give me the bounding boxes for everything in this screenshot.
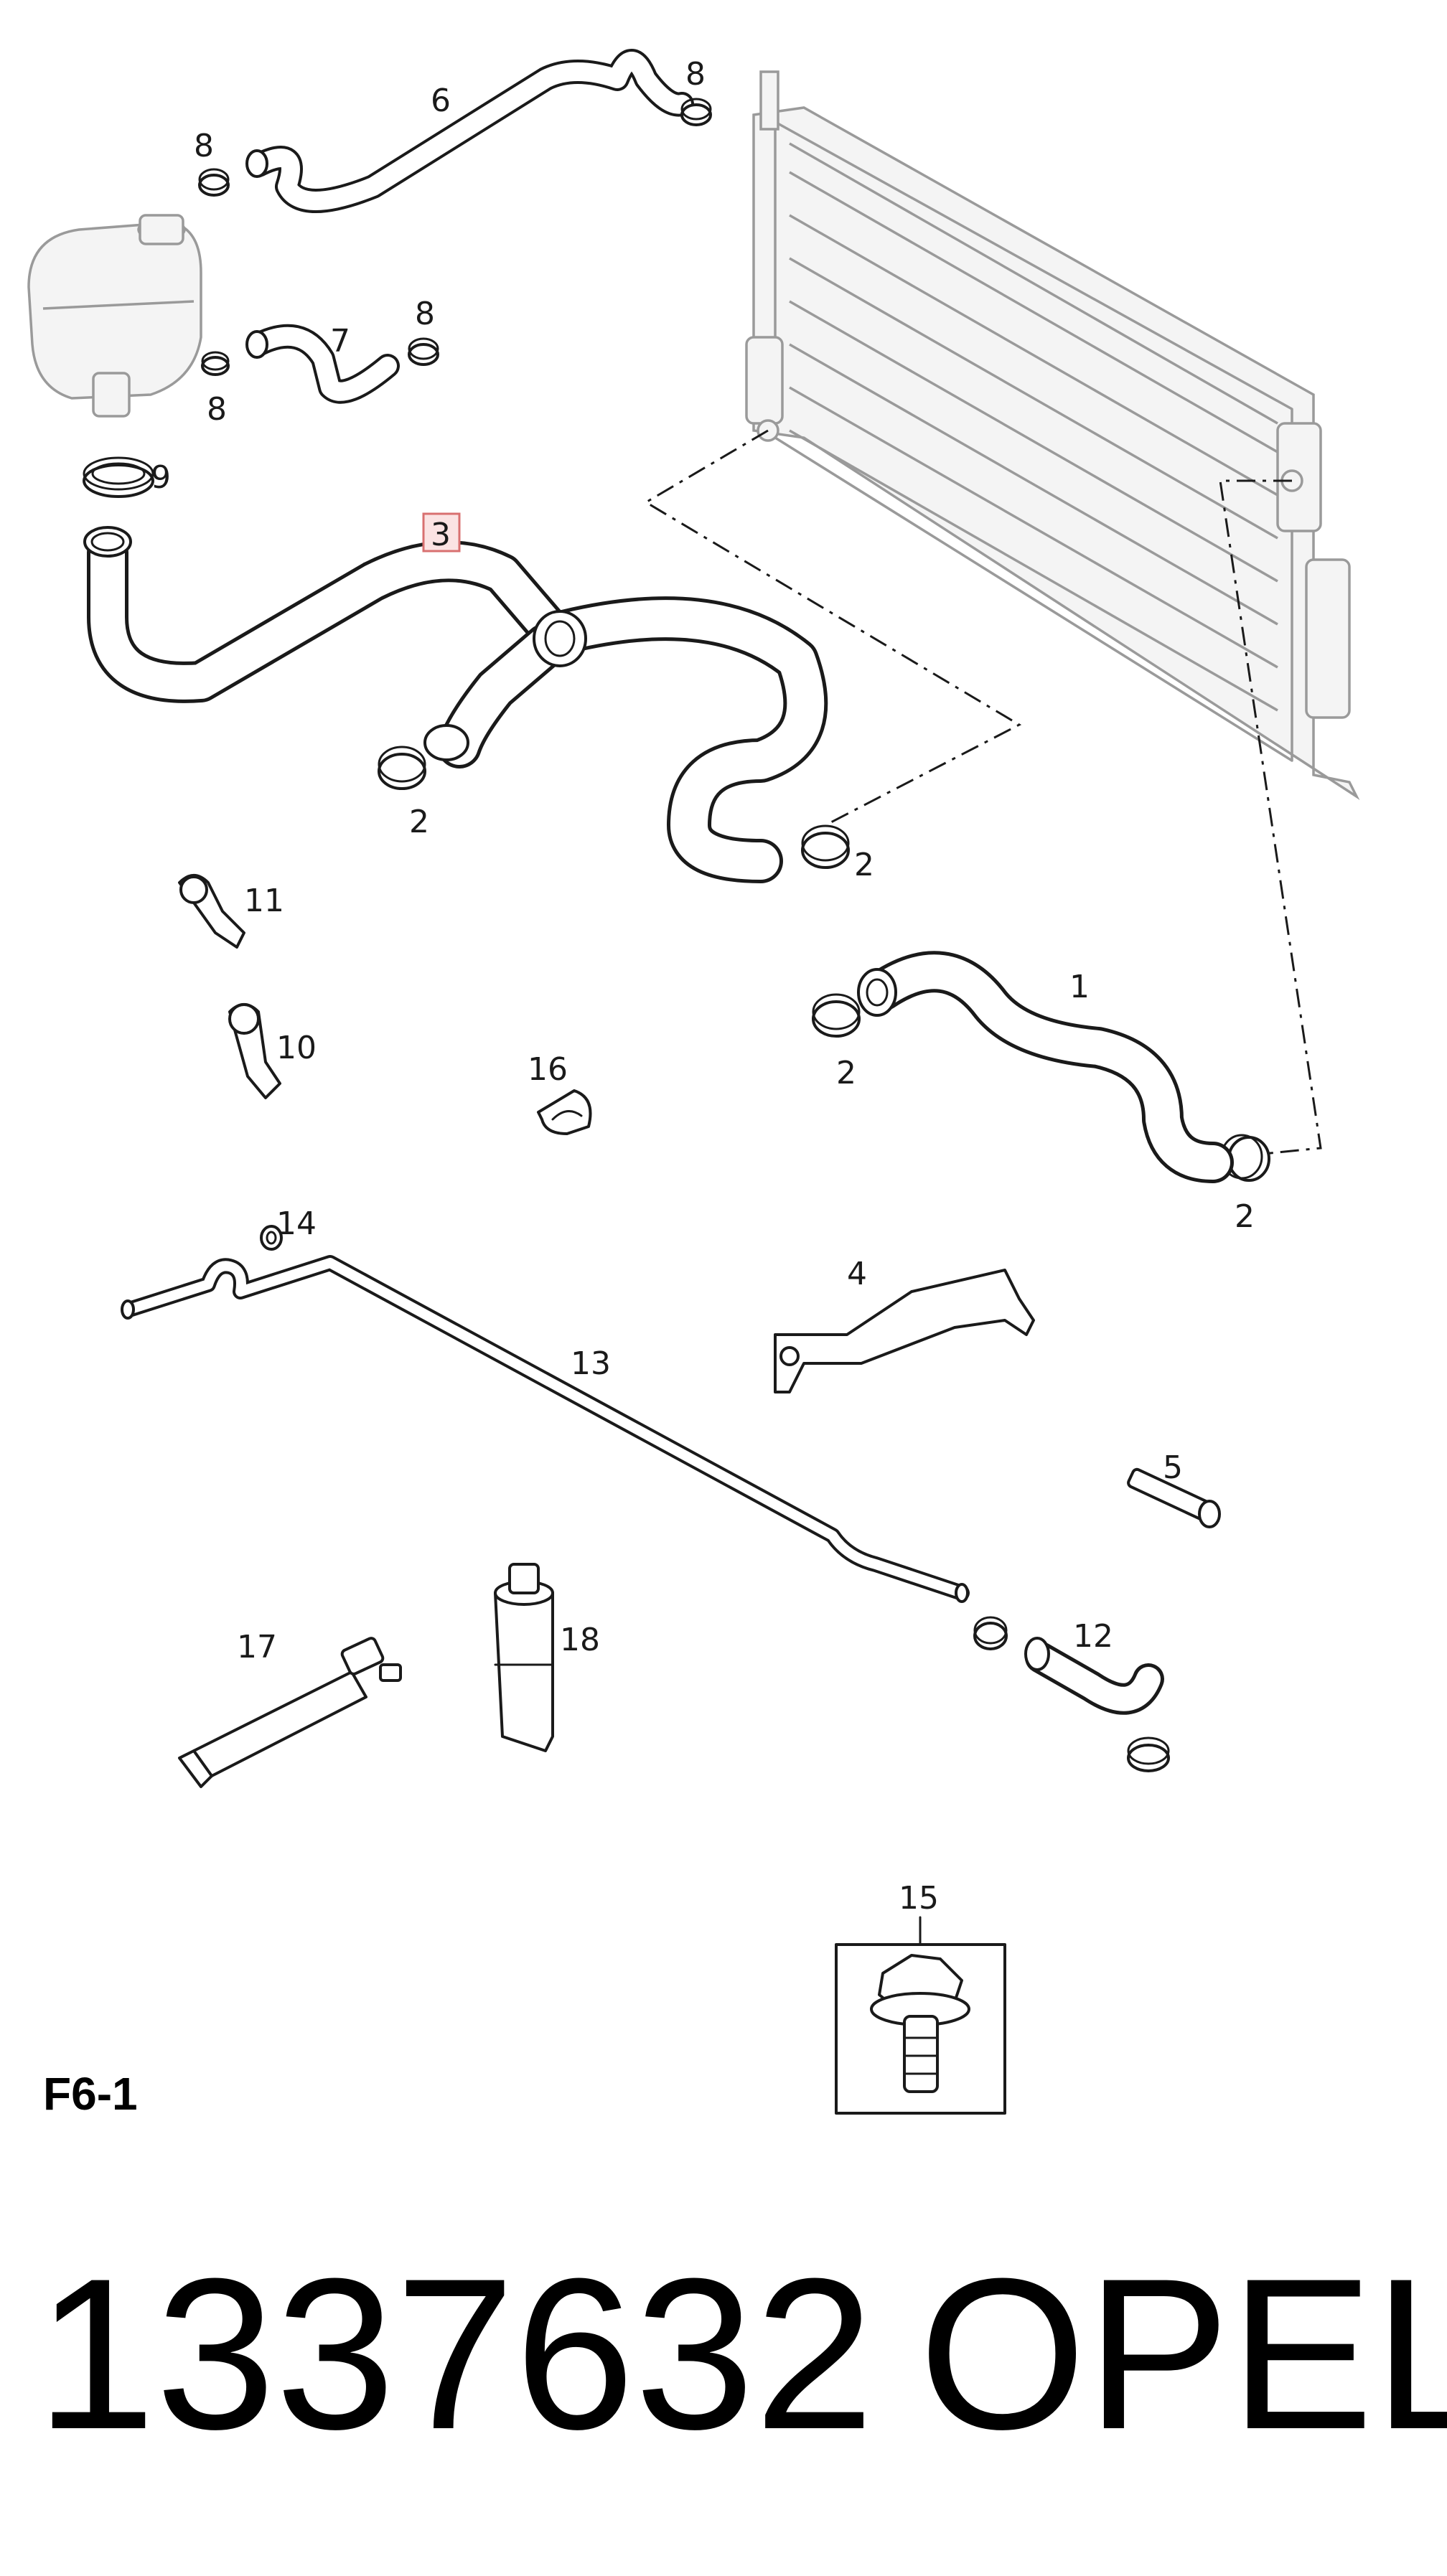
- hose-3: [83, 526, 828, 883]
- callout-3: 3: [431, 517, 451, 553]
- clamp-8-d: [408, 337, 439, 366]
- callout-2: 2: [1235, 1198, 1255, 1235]
- tube-17: [178, 1637, 402, 1788]
- callout-8: 8: [685, 56, 706, 93]
- callout-15: 15: [899, 1880, 939, 1917]
- clamp-9: [83, 456, 154, 498]
- clamp-2-a: [378, 746, 426, 790]
- callout-9: 9: [151, 459, 171, 496]
- bracket-16: [537, 1089, 592, 1135]
- bracket-11: [178, 874, 245, 949]
- callouts: 1 2 2 2 2 3 4 5 6 7 8 8 8 8 9 10 11 12 1…: [151, 56, 1255, 1946]
- part-number: 1337632: [36, 2233, 874, 2474]
- callout-13: 13: [571, 1345, 611, 1382]
- tube-18: [494, 1563, 554, 1752]
- radiator: [745, 70, 1360, 800]
- expansion-tank: [27, 214, 202, 418]
- callout-7: 7: [330, 323, 350, 359]
- hose-7: [245, 324, 400, 404]
- callout-1: 1: [1069, 969, 1090, 1005]
- callout-2: 2: [854, 847, 874, 883]
- brand-name: OPEL: [919, 2233, 1447, 2474]
- clamp-2-c: [812, 993, 861, 1038]
- callout-16: 16: [528, 1051, 568, 1088]
- callout-12: 12: [1073, 1618, 1113, 1655]
- clamp-8-group: [198, 98, 712, 376]
- hose-1: [857, 951, 1234, 1183]
- bracket-10: [228, 1003, 281, 1099]
- callout-5: 5: [1163, 1449, 1183, 1486]
- callout-8: 8: [415, 296, 435, 332]
- leader-lines: [644, 429, 1322, 1157]
- callout-14: 14: [276, 1205, 317, 1242]
- bolt-15: [835, 1943, 1006, 2115]
- clamp-8-b: [680, 98, 712, 126]
- clamp-12-b: [1127, 1736, 1170, 1772]
- callout-2: 2: [836, 1055, 856, 1091]
- pipe-13: [121, 1255, 970, 1603]
- diagram-code: F6-1: [43, 2068, 138, 2120]
- clamp-8-a: [198, 168, 230, 197]
- callout-4: 4: [847, 1256, 867, 1292]
- callout-11: 11: [244, 883, 284, 919]
- callout-18: 18: [560, 1622, 600, 1658]
- nut-14: [260, 1225, 283, 1251]
- hose-12: [1024, 1637, 1164, 1715]
- callout-10: 10: [276, 1030, 317, 1066]
- clamp-2-group: [378, 746, 1270, 1182]
- callout-2: 2: [409, 804, 429, 840]
- callout-8: 8: [194, 128, 214, 164]
- callout-8: 8: [207, 391, 227, 428]
- fitting-5: [1127, 1467, 1221, 1528]
- hose-6: [245, 49, 694, 213]
- bracket-4: [774, 1269, 1035, 1393]
- callout-3-highlight: [422, 512, 461, 553]
- callout-17: 17: [237, 1629, 277, 1665]
- clamp-2-b: [801, 824, 850, 869]
- clamp-8-c: [201, 351, 230, 376]
- clamp-12-a: [973, 1616, 1008, 1650]
- callout-6: 6: [431, 83, 451, 119]
